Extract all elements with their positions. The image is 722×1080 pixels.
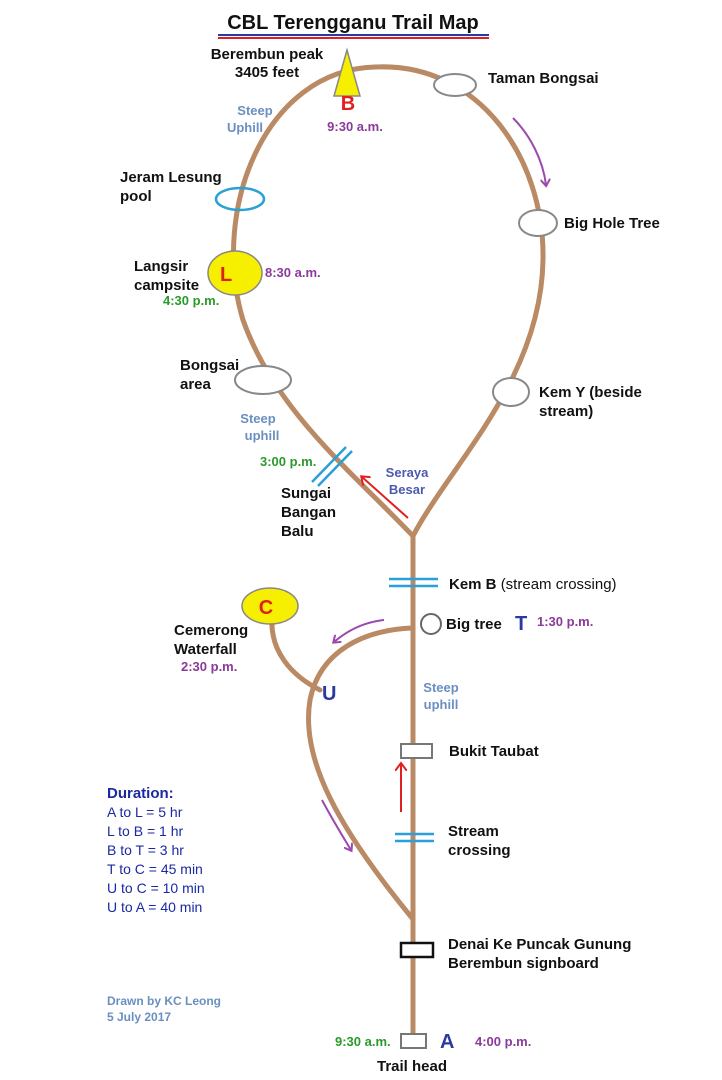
bongsai-area-label-2: area	[180, 376, 212, 393]
trailhead-marker	[400, 1033, 427, 1049]
taman-bongsai-marker	[433, 73, 477, 97]
langsir-label-1: Langsir	[134, 258, 188, 275]
big-tree-marker	[420, 613, 442, 635]
credit-date: 5 July 2017	[107, 1010, 171, 1024]
trailhead-label: Trail head	[377, 1058, 447, 1075]
big-tree-label: Big tree	[446, 616, 502, 633]
duration-item: U to A = 40 min	[107, 899, 202, 915]
trailhead-letter: A	[440, 1031, 454, 1053]
map-title: CBL Terengganu Trail Map	[227, 12, 479, 34]
kem-y-label-1: Kem Y (beside	[539, 384, 642, 401]
bukit-taubat-label: Bukit Taubat	[449, 743, 539, 760]
langsir-letter: L	[220, 264, 232, 286]
bukit-taubat-marker	[400, 743, 433, 759]
signboard-marker	[399, 941, 435, 959]
steep-uphill-mid-2: uphill	[245, 428, 280, 443]
cemerong-time: 2:30 p.m.	[181, 659, 237, 674]
trailhead-time-out: 4:00 p.m.	[475, 1034, 531, 1049]
duration-heading: Duration:	[107, 785, 174, 802]
langsir-campsite-marker	[207, 250, 263, 296]
peak-height: 3405 feet	[235, 64, 299, 81]
peak-time: 9:30 a.m.	[327, 119, 383, 134]
big-tree-time: 1:30 p.m.	[537, 614, 593, 629]
big-hole-tree-label: Big Hole Tree	[564, 215, 660, 232]
duration-item: U to C = 10 min	[107, 880, 205, 896]
direction-arrow-taman-to-bighole	[512, 117, 546, 185]
langsir-time-in: 8:30 a.m.	[265, 265, 321, 280]
sungai-label-3: Balu	[281, 523, 314, 540]
stream-crossing-label-1: Stream	[448, 823, 499, 840]
sungai-time: 3:00 p.m.	[260, 454, 316, 469]
bongsai-area-label-1: Bongsai	[180, 357, 239, 374]
langsir-time-out: 4:30 p.m.	[163, 293, 219, 308]
direction-arrow-to-cemerong	[334, 619, 385, 642]
duration-item: A to L = 5 hr	[107, 804, 183, 820]
stream-crossings	[311, 446, 438, 843]
steep-uphill-mid-1: Steep	[240, 411, 275, 426]
big-hole-tree-marker	[518, 209, 558, 237]
steep-uphill-top-2: Uphill	[227, 120, 263, 135]
trail-paths	[230, 64, 546, 1043]
junction-letter: U	[322, 683, 336, 705]
steep-uphill-top-1: Steep	[237, 103, 272, 118]
cemerong-loop-trail	[306, 625, 415, 921]
sungai-label-2: Bangan	[281, 504, 336, 521]
langsir-label-2: campsite	[134, 277, 199, 294]
sungai-stream-line-1	[311, 446, 347, 483]
bongsai-area-marker	[234, 365, 292, 395]
direction-arrow-seraya-besar	[362, 477, 409, 519]
berembun-peak-marker	[333, 47, 361, 97]
trailhead-time-in: 9:30 a.m.	[335, 1034, 391, 1049]
stream-crossing-label-2: crossing	[448, 842, 511, 859]
cemerong-letter: C	[259, 597, 273, 619]
kem-b-name: Kem B	[449, 576, 497, 593]
taman-bongsai-label: Taman Bongsai	[488, 70, 599, 87]
steep-uphill-low-2: uphill	[424, 697, 459, 712]
sungai-label-1: Sungai	[281, 485, 331, 502]
duration-item: L to B = 1 hr	[107, 823, 183, 839]
direction-arrow-cemerong-loop	[321, 799, 351, 850]
kem-y-label-2: stream)	[539, 403, 593, 420]
peak-name: Berembun peak	[211, 46, 324, 63]
peak-letter: B	[341, 93, 355, 115]
cemerong-spur-trail	[269, 615, 323, 693]
duration-item: B to T = 3 hr	[107, 842, 184, 858]
seraya-label-2: Besar	[389, 482, 425, 497]
big-tree-letter: T	[515, 613, 527, 635]
jeram-lesung-pool-marker	[214, 186, 266, 212]
credit-author: Drawn by KC Leong	[107, 994, 221, 1008]
kem-b-label: Kem B (stream crossing)	[449, 576, 617, 593]
signboard-label-1: Denai Ke Puncak Gunung	[448, 936, 631, 953]
kem-y-marker	[492, 377, 530, 407]
signboard-label-2: Berembun signboard	[448, 955, 599, 972]
cemerong-label-1: Cemerong	[174, 622, 248, 639]
kem-b-note: (stream crossing)	[501, 576, 617, 593]
cemerong-waterfall-marker	[241, 587, 299, 625]
jeram-lesung-label-1: Jeram Lesung	[120, 169, 222, 186]
seraya-label-1: Seraya	[386, 465, 429, 480]
steep-uphill-low-1: Steep	[423, 680, 458, 695]
cemerong-label-2: Waterfall	[174, 641, 237, 658]
sungai-stream-line-2	[317, 450, 353, 487]
duration-item: T to C = 45 min	[107, 861, 203, 877]
jeram-lesung-label-2: pool	[120, 188, 152, 205]
duration-legend: Duration: A to L = 5 hr L to B = 1 hr B …	[107, 785, 205, 915]
